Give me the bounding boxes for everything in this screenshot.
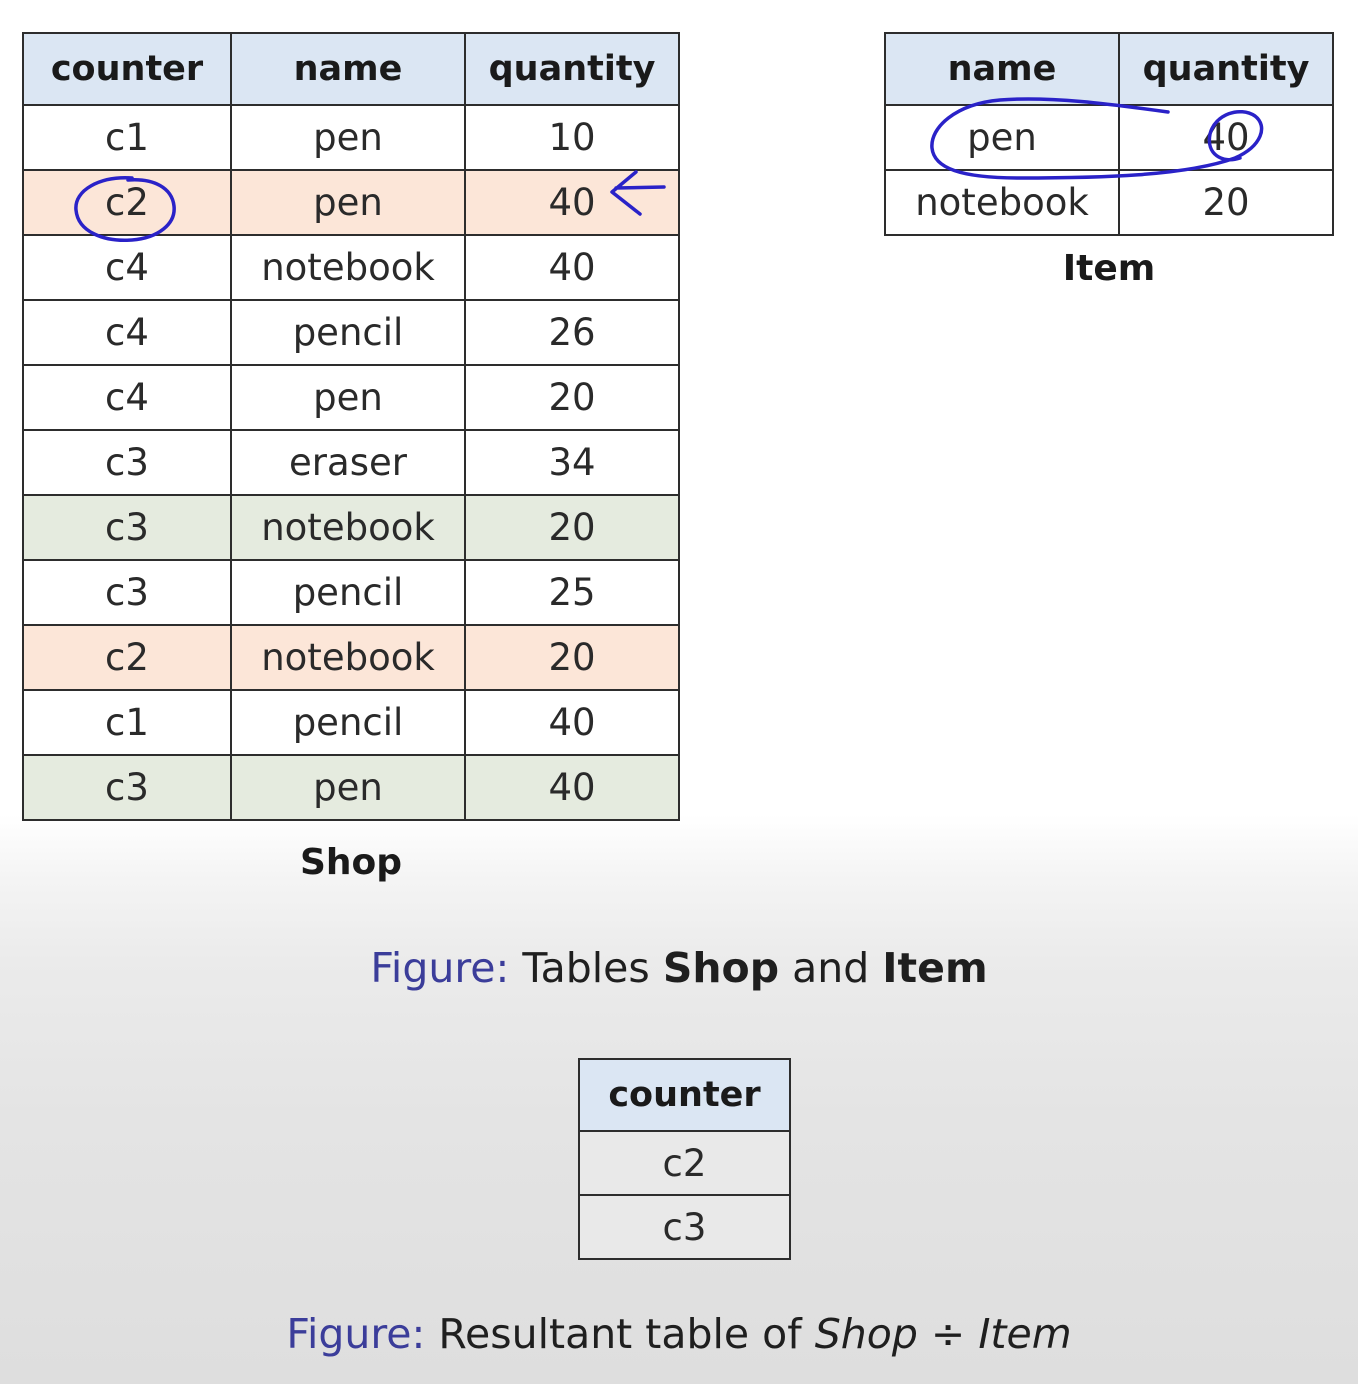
item-header-name: name — [884, 32, 1120, 106]
division-operator: ÷ — [930, 1310, 966, 1358]
shop-cell-quantity: 20 — [464, 624, 680, 691]
figure-caption-result: Figure: Resultant table of Shop ÷ Item — [0, 1310, 1358, 1358]
result-table: counter c2 c3 — [578, 1058, 791, 1260]
shop-header-quantity: quantity — [464, 32, 680, 106]
shop-header-row: counter name quantity — [22, 32, 680, 106]
caption-bold-shop: Shop — [662, 944, 780, 992]
result-cell-counter: c2 — [578, 1130, 791, 1196]
item-cell-quantity: 40 — [1118, 104, 1334, 171]
shop-cell-counter: c3 — [22, 754, 232, 821]
item-table-label: Item — [1062, 248, 1156, 289]
shop-cell-name: pencil — [230, 559, 466, 626]
shop-table-label: Shop — [299, 842, 403, 883]
shop-cell-counter: c2 — [22, 624, 232, 691]
shop-cell-counter: c4 — [22, 364, 232, 431]
shop-cell-quantity: 20 — [464, 494, 680, 561]
shop-cell-counter: c2 — [22, 169, 232, 236]
shop-cell-name: pencil — [230, 299, 466, 366]
shop-cell-quantity: 40 — [464, 169, 680, 236]
caption-bold-item: Item — [882, 944, 988, 992]
caption-text: Tables — [522, 944, 650, 992]
shop-cell-name: notebook — [230, 234, 466, 301]
shop-cell-name: pen — [230, 754, 466, 821]
shop-cell-name: pen — [230, 364, 466, 431]
result-header-counter: counter — [578, 1058, 791, 1132]
item-cell-name: notebook — [884, 169, 1120, 236]
figure-prefix: Figure: — [370, 944, 510, 992]
item-header-row: name quantity — [884, 32, 1334, 106]
item-cell-quantity: 20 — [1118, 169, 1334, 236]
shop-cell-name: notebook — [230, 624, 466, 691]
shop-cell-name: eraser — [230, 429, 466, 496]
caption-italic-shop: Shop — [814, 1310, 918, 1358]
shop-cell-quantity: 40 — [464, 754, 680, 821]
caption-text: Resultant table of — [438, 1310, 802, 1358]
shop-cell-quantity: 20 — [464, 364, 680, 431]
caption-text: and — [792, 944, 870, 992]
shop-cell-counter: c1 — [22, 689, 232, 756]
shop-cell-counter: c4 — [22, 299, 232, 366]
caption-italic-item: Item — [978, 1310, 1072, 1358]
item-header-quantity: quantity — [1118, 32, 1334, 106]
shop-cell-counter: c3 — [22, 429, 232, 496]
shop-cell-counter: c3 — [22, 494, 232, 561]
shop-cell-quantity: 40 — [464, 234, 680, 301]
table-row: c2 — [578, 1130, 791, 1196]
shop-header-counter: counter — [22, 32, 232, 106]
table-row: c3 — [578, 1194, 791, 1260]
shop-cell-name: pen — [230, 104, 466, 171]
shop-cell-name: pencil — [230, 689, 466, 756]
shop-cell-quantity: 10 — [464, 104, 680, 171]
shop-cell-name: notebook — [230, 494, 466, 561]
shop-cell-quantity: 34 — [464, 429, 680, 496]
shop-cell-counter: c4 — [22, 234, 232, 301]
result-cell-counter: c3 — [578, 1194, 791, 1260]
shop-cell-name: pen — [230, 169, 466, 236]
item-cell-name: pen — [884, 104, 1120, 171]
shop-cell-quantity: 26 — [464, 299, 680, 366]
shop-header-name: name — [230, 32, 466, 106]
figure-prefix: Figure: — [286, 1310, 426, 1358]
shop-cell-counter: c3 — [22, 559, 232, 626]
figure-caption-tables: Figure: Tables Shop and Item — [0, 944, 1358, 992]
shop-cell-counter: c1 — [22, 104, 232, 171]
result-header-row: counter — [578, 1058, 791, 1132]
shop-cell-quantity: 25 — [464, 559, 680, 626]
shop-cell-quantity: 40 — [464, 689, 680, 756]
